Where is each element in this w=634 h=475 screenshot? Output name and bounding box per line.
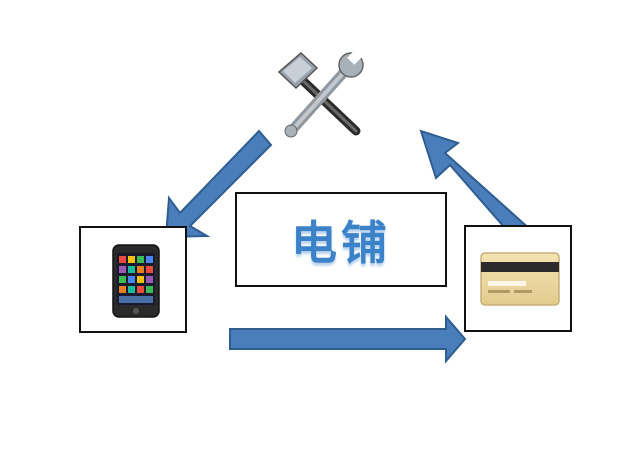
card-node: [464, 225, 572, 332]
phone-node: [79, 226, 187, 333]
arrow-phone-to-card: [229, 314, 467, 364]
credit-card-icon: [480, 252, 560, 306]
center-label: 电铺: [291, 215, 391, 270]
center-label-box: 电铺: [235, 192, 447, 287]
smartphone-icon: [112, 244, 160, 318]
